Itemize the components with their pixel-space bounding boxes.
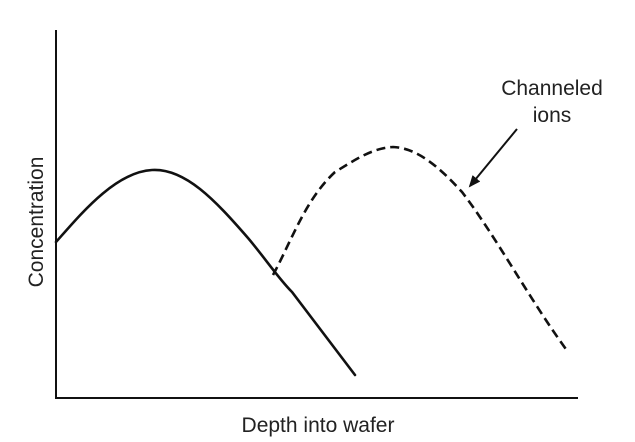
implanted-profile-curve [54, 168, 357, 377]
annotation-label-line2: ions [533, 104, 572, 127]
channeled-ions-curve [271, 145, 570, 353]
y-axis-label: Concentration [25, 157, 48, 288]
annotation-arrow [468, 128, 518, 188]
x-axis-label: Depth into wafer [242, 414, 395, 437]
annotation-label-line1: Channeled [501, 77, 603, 100]
